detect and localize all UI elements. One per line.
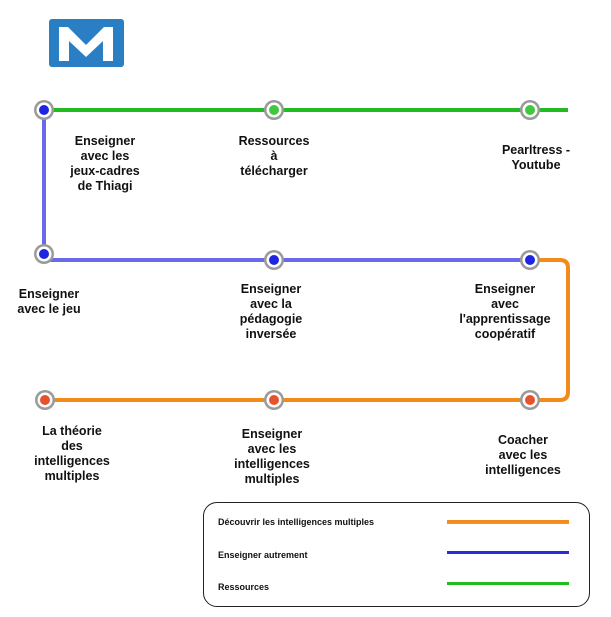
label-pedagogie-inversee[interactable]: Enseigner avec la pédagogie inversée [239, 282, 303, 341]
legend-line-im [447, 520, 569, 523]
station-coacher-im[interactable] [520, 390, 540, 410]
label-coacher-im[interactable]: Coacher avec les intelligences [485, 433, 561, 477]
label-pearltress[interactable]: Pearltress - Youtube [501, 143, 571, 172]
label-apprentissage-cooperatif[interactable]: Enseigner avec l'apprentissage coopérati… [459, 282, 551, 341]
legend: Découvrir les intelligences multiples En… [203, 502, 590, 607]
label-jeu[interactable]: Enseigner avec le jeu [17, 287, 81, 316]
station-jeux-cadres[interactable] [34, 100, 54, 120]
legend-label-ressources: Ressources [218, 582, 270, 592]
station-theorie-im[interactable] [35, 390, 55, 410]
metro-m-logo-icon [59, 27, 113, 61]
station-pearltress[interactable] [520, 100, 540, 120]
station-pedagogie-inversee[interactable] [264, 250, 284, 270]
station-ressources[interactable] [264, 100, 284, 120]
station-jeu[interactable] [34, 244, 54, 264]
metro-logo[interactable] [49, 19, 124, 67]
legend-label-autrement: Enseigner autrement [218, 550, 308, 560]
label-ressources[interactable]: Ressources à télécharger [238, 134, 310, 178]
legend-line-autrement [447, 551, 569, 554]
legend-line-ressources [447, 582, 569, 585]
legend-label-im: Découvrir les intelligences multiples [218, 517, 375, 527]
label-enseigner-im[interactable]: Enseigner avec les intelligences multipl… [234, 427, 310, 486]
station-apprentissage-cooperatif[interactable] [520, 250, 540, 270]
label-jeux-cadres[interactable]: Enseigner avec les jeux-cadres de Thiagi [70, 134, 140, 193]
orange-line [37, 258, 570, 402]
label-theorie-im[interactable]: La théorie des intelligences multiples [34, 424, 110, 483]
station-enseigner-im[interactable] [264, 390, 284, 410]
